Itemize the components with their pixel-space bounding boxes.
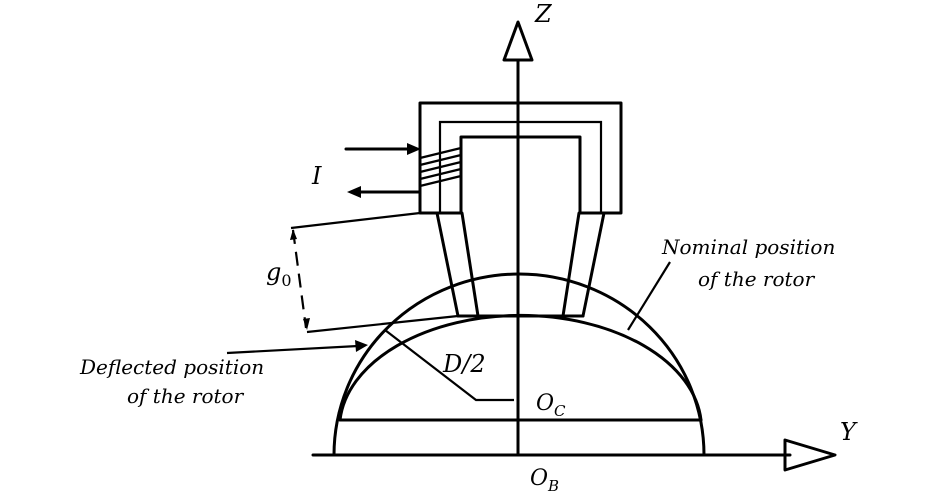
left-pole-edge-outer [435,211,460,318]
deflected-leader-arrowhead [355,340,368,352]
gap-dimension-line [291,229,308,329]
y-axis-label: Y [840,418,858,446]
y-axis-arrowhead [783,438,837,472]
nominal-leader [627,261,671,331]
gap-extension-bottom [306,314,459,334]
radius-leader [384,329,514,402]
rotor-center-label: OC [536,391,566,420]
current-label: I [311,162,322,190]
gap-label: g0 [266,258,292,290]
radius-label: D/2 [442,350,486,378]
coil-icon [419,146,462,188]
nominal-label-line2: of the rotor [698,267,816,291]
gap-arrow-bottom [303,318,310,330]
gap-extension-top [290,211,421,230]
gap-arrow-top [290,229,297,240]
deflected-label-line1: Deflected position [79,355,264,379]
right-pole-edge-inner [561,211,581,318]
z-axis-label: Z [534,0,553,28]
deflected-leader [226,344,359,355]
deflected-rotor-circle [338,313,703,422]
deflected-label-line2: of the rotor [127,384,245,408]
bearing-center-label: OB [530,466,559,495]
current-in-arrowhead [407,143,421,155]
right-pole-edge-outer [581,211,606,318]
current-out-arrowhead [347,186,361,198]
z-axis-arrowhead [502,20,534,62]
nominal-label-line1: Nominal position [661,235,835,259]
left-pole-edge-inner [460,211,480,318]
